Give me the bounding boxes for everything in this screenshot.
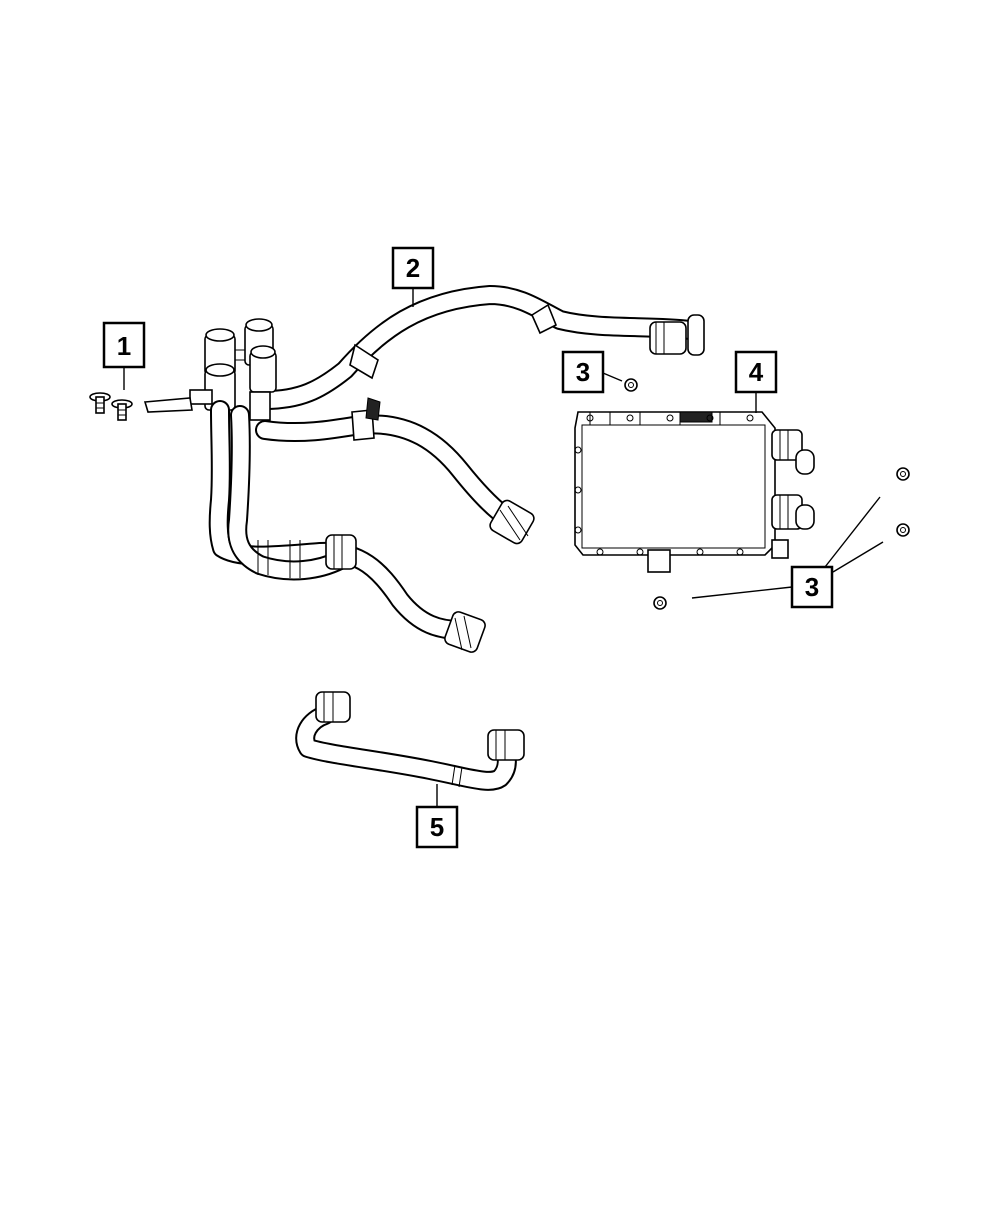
hose-connector	[444, 611, 486, 653]
callout-1: 1	[102, 321, 146, 369]
screw-left	[89, 392, 111, 414]
nut	[896, 523, 910, 537]
callout-3-right: 3	[790, 565, 834, 609]
hose-connector	[487, 729, 525, 761]
callout-label: 1	[117, 331, 131, 361]
callout-5: 5	[415, 805, 459, 849]
part-1-screws	[89, 392, 133, 421]
nut	[896, 467, 910, 481]
part-2-hose-assembly	[143, 285, 705, 653]
part-5-hose	[295, 691, 525, 791]
hose-connector	[325, 534, 357, 570]
callout-4: 4	[734, 350, 778, 394]
hose-connector	[315, 691, 351, 723]
hose-connector	[649, 314, 705, 356]
callout-label: 4	[749, 357, 764, 387]
leader-lines	[123, 286, 884, 807]
valve-block	[143, 318, 277, 421]
callout-3-top: 3	[561, 350, 605, 394]
callout-label: 3	[805, 572, 819, 602]
nut	[653, 596, 667, 610]
callout-label: 2	[406, 253, 420, 283]
module-connector	[771, 494, 815, 530]
callout-2: 2	[391, 246, 435, 290]
hose-connector	[489, 499, 535, 545]
callout-label: 3	[576, 357, 590, 387]
module-connector	[771, 429, 815, 475]
part-4-module	[574, 411, 815, 573]
nut	[624, 378, 638, 392]
screw-right	[111, 399, 133, 421]
part-3-nuts	[624, 378, 910, 610]
callout-label: 5	[430, 812, 444, 842]
